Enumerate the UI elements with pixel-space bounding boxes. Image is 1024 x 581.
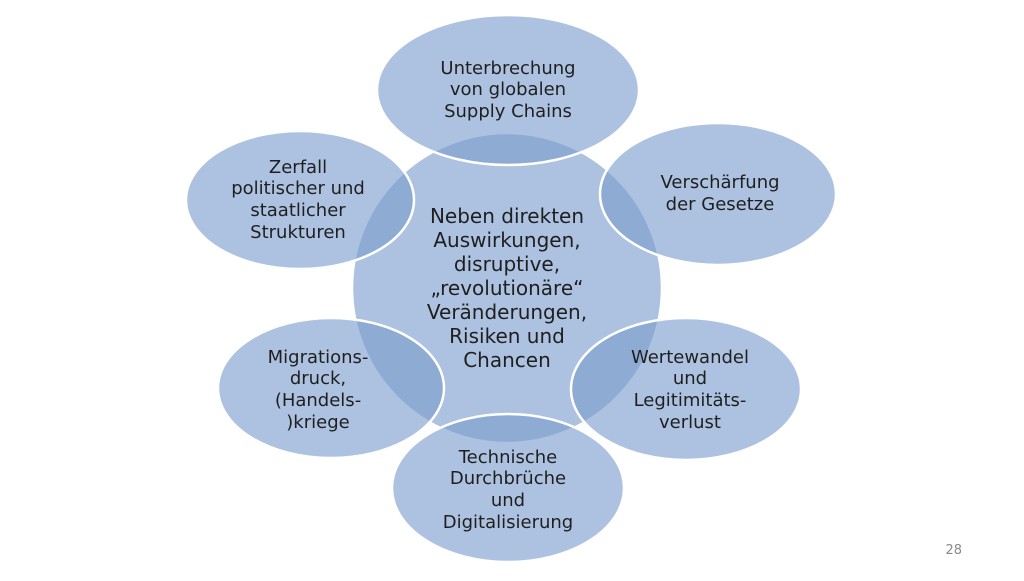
node-top-ellipse [375,13,641,167]
page-number: 28 [945,543,962,558]
node-upper-left-ellipse [184,129,416,271]
node-lower-left-ellipse [216,316,446,460]
node-upper-right-ellipse [598,121,838,267]
node-lower-right-ellipse [569,316,803,462]
node-bottom-ellipse [390,412,626,564]
